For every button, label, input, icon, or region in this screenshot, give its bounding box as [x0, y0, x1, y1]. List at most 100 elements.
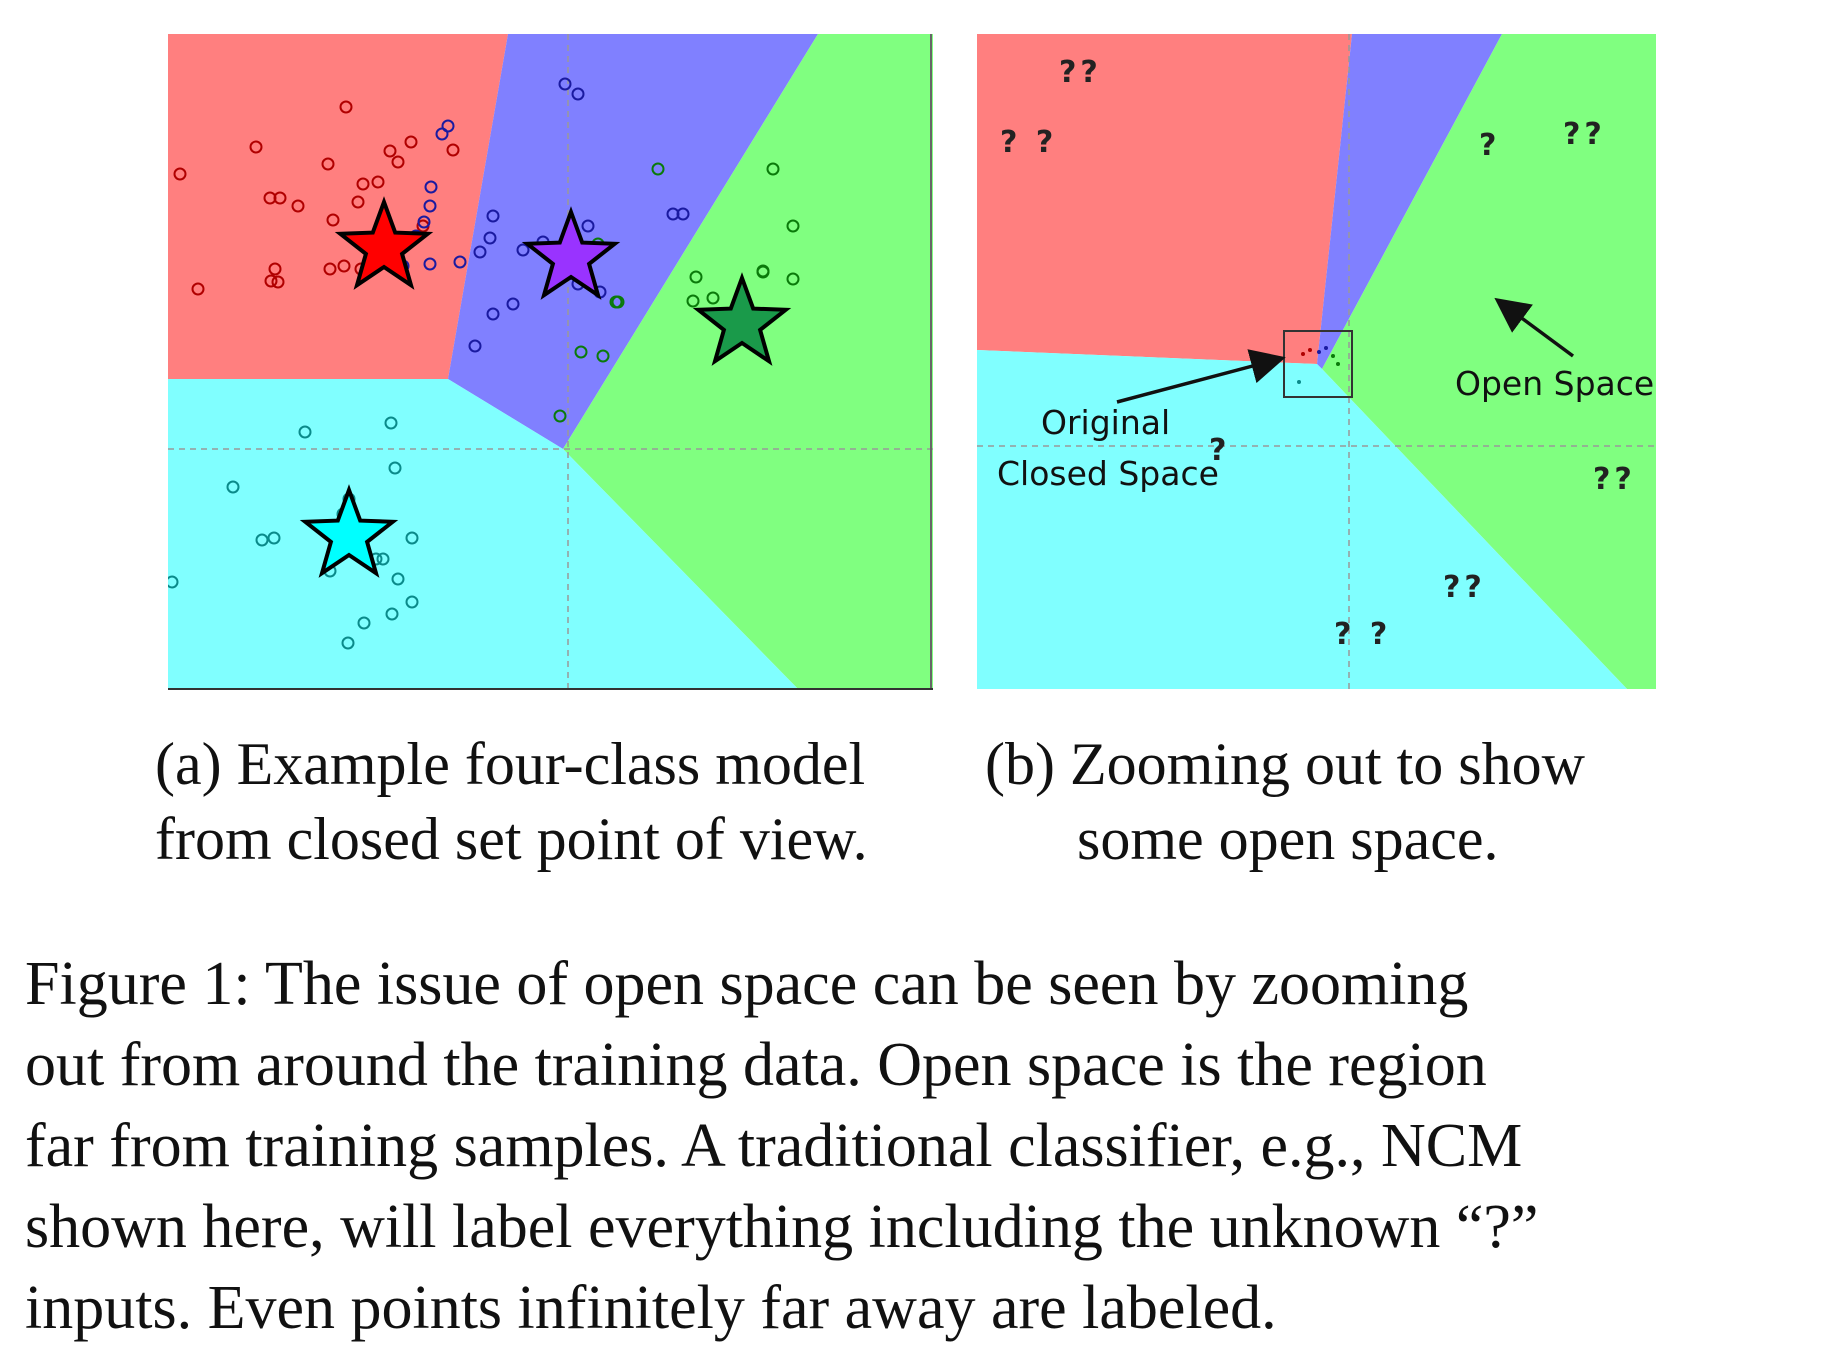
question-mark-label: ?? [1443, 570, 1486, 605]
sample-point [786, 272, 800, 286]
red-region [977, 34, 1352, 364]
sample-point [341, 636, 355, 650]
question-mark-label: ? ? [1334, 617, 1391, 652]
sample-point [766, 162, 780, 176]
green-region [1322, 34, 1656, 689]
figure-caption-line: out from around the training data. Open … [25, 1031, 1487, 1099]
subcaption-a: (a) Example four-class model from closed… [155, 727, 955, 877]
sample-point [168, 575, 179, 589]
sample-point [404, 135, 418, 149]
sample-point [298, 425, 312, 439]
sample-point [376, 552, 390, 566]
question-mark-label: ?? [1593, 462, 1636, 497]
sample-point [689, 270, 703, 284]
subcaption-b-line1: (b) Zooming out to show [985, 731, 1585, 797]
sample-point [441, 119, 455, 133]
panel-a-closed-set-plot [168, 34, 933, 694]
sample-point [321, 157, 335, 171]
sample-point [271, 275, 285, 289]
figure-caption-line: far from training samples. A traditional… [25, 1112, 1523, 1180]
class-mean-star [334, 196, 434, 290]
class-mean-star [692, 272, 792, 366]
sample-point [611, 295, 625, 309]
arrow-to-open-space [1494, 297, 1575, 358]
figure-caption: Figure 1: The issue of open space can be… [25, 944, 1805, 1349]
sample-point [756, 265, 770, 279]
question-mark-label: ?? [1059, 55, 1102, 90]
sample-point [337, 259, 351, 273]
sample-point [423, 257, 437, 271]
sample-point [596, 349, 610, 363]
sample-point [384, 416, 398, 430]
sample-point [339, 100, 353, 114]
closed-space-label: Closed Space [997, 454, 1219, 493]
subcaption-a-line1: (a) Example four-class model [155, 731, 866, 797]
cyan-region [977, 350, 1627, 689]
sample-point [473, 245, 487, 259]
sample-point [191, 282, 205, 296]
sample-point [249, 140, 263, 154]
sample-point [388, 461, 402, 475]
sample-point [417, 215, 431, 229]
question-mark-label: ? [1479, 128, 1500, 163]
sample-point [468, 339, 482, 353]
sample-point [255, 533, 269, 547]
question-mark-label: ? ? [1000, 125, 1057, 160]
sample-point [486, 307, 500, 321]
sample-point [553, 409, 567, 423]
sample-point [323, 262, 337, 276]
sample-point [483, 231, 497, 245]
sample-point [173, 167, 187, 181]
sample-point [371, 175, 385, 189]
sample-point [226, 480, 240, 494]
sample-point [405, 531, 419, 545]
sample-point [651, 162, 665, 176]
class-mean-star [521, 206, 621, 300]
figure-caption-line: inputs. Even points infinitely far away … [25, 1274, 1277, 1342]
panel-b-open-space-plot: ?? ? ? ? ?? ?? ?? ? ? ? Original Closed … [977, 34, 1656, 694]
sample-point [357, 616, 371, 630]
sample-point [581, 219, 595, 233]
sample-point [786, 219, 800, 233]
blue-region [1317, 34, 1502, 369]
sample-point [268, 262, 282, 276]
sample-point [571, 87, 585, 101]
arrow-to-closed-space [1116, 349, 1286, 404]
cyan-region [168, 379, 798, 689]
sample-point [391, 155, 405, 169]
sample-point [273, 191, 287, 205]
sample-point [385, 607, 399, 621]
sample-point [486, 209, 500, 223]
class-mean-stars [299, 196, 792, 578]
sample-point [706, 291, 720, 305]
subcaption-b-line2: some open space. [1077, 806, 1499, 872]
question-mark-label: ?? [1563, 117, 1606, 152]
sample-point [506, 297, 520, 311]
sample-point [267, 531, 281, 545]
figure-caption-line: shown here, will label everything includ… [25, 1193, 1539, 1261]
sample-point [424, 180, 438, 194]
sample-point [391, 572, 405, 586]
sample-point [453, 255, 467, 269]
figure-caption-line: Figure 1: The issue of open space can be… [25, 950, 1469, 1018]
subcaption-b: (b) Zooming out to show some open space. [985, 727, 1785, 877]
open-space-label: Open Space [1455, 364, 1654, 403]
sample-point [574, 345, 588, 359]
sample-point [264, 274, 278, 288]
sample-point [676, 207, 690, 221]
sample-point [686, 294, 700, 308]
sample-point [291, 199, 305, 213]
sample-point [446, 143, 460, 157]
sample-point [383, 144, 397, 158]
blue-region [448, 34, 818, 449]
sample-point [351, 195, 365, 209]
class-mean-star [299, 484, 399, 578]
sample-point [405, 595, 419, 609]
tiny-sample-dots [1297, 346, 1340, 384]
red-region [168, 34, 508, 379]
subcaption-a-line2: from closed set point of view. [155, 806, 868, 872]
sample-point [516, 243, 530, 257]
green-region [563, 34, 933, 689]
sample-point [326, 213, 340, 227]
question-mark-label: ? [1209, 433, 1230, 468]
